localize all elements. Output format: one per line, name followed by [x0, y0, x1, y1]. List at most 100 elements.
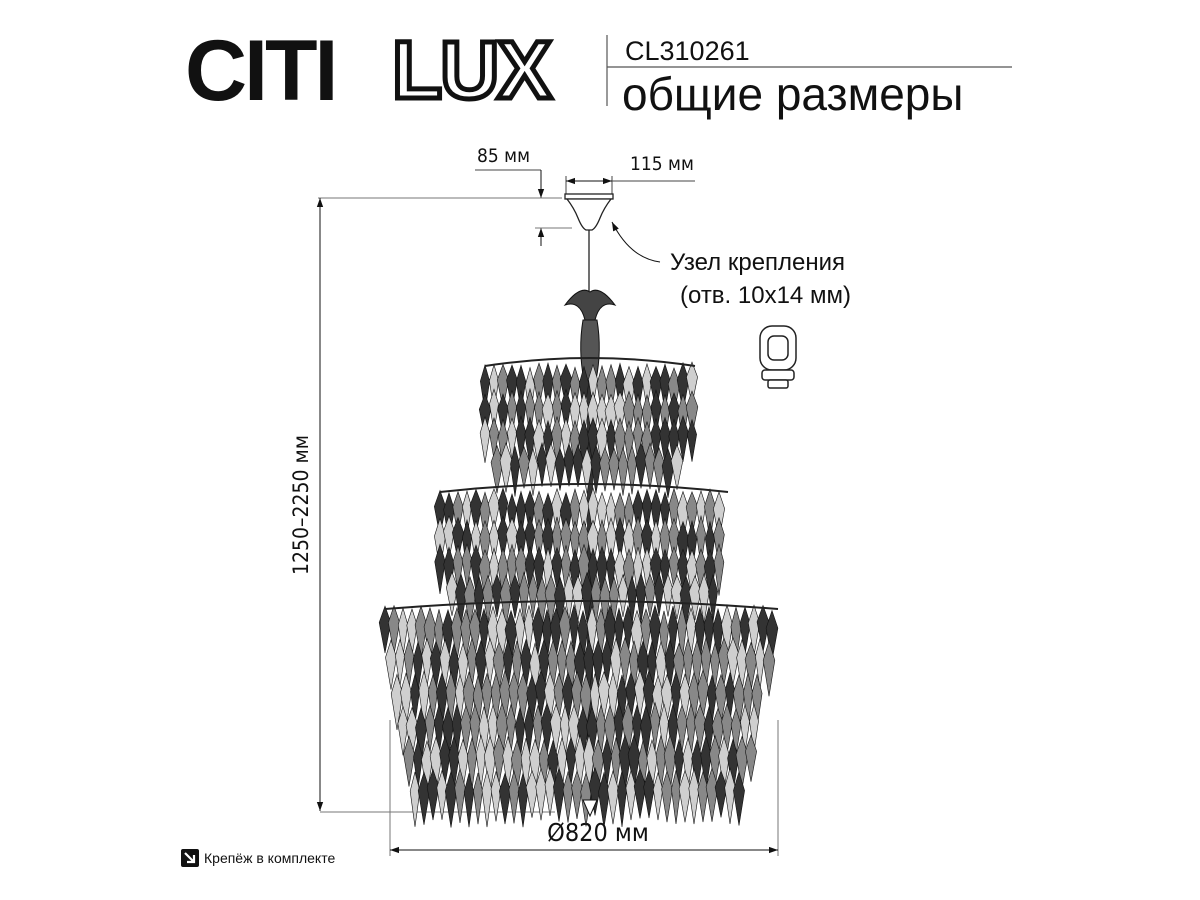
crystal: [378, 605, 392, 654]
subtitle: общие размеры: [622, 68, 963, 120]
crystal: [444, 770, 458, 828]
mounting-callout: Узел крепления (отв. 10x14 мм): [611, 221, 851, 309]
crystal: [572, 444, 584, 488]
crystal: [535, 767, 547, 821]
crystal: [498, 772, 512, 825]
crystal: [598, 771, 610, 828]
crystal: [385, 639, 397, 690]
svg-text:CITI: CITI: [185, 23, 335, 119]
crystal: [644, 573, 656, 618]
crystal: [724, 767, 736, 824]
svg-text:115 мм: 115 мм: [630, 153, 694, 175]
crystal: [426, 768, 440, 821]
crystal: [562, 770, 574, 823]
mounting-kit-note: Крепёж в комплекте: [204, 850, 335, 866]
crystal: [635, 442, 647, 489]
model-number: CL310261: [625, 36, 750, 66]
crystal: [617, 446, 629, 496]
diameter-dimension: Ø820 мм: [389, 720, 779, 856]
crystal: [653, 446, 665, 494]
crystal: [434, 543, 446, 594]
crystal: [525, 769, 539, 818]
crystal: [662, 572, 674, 617]
crystal: [446, 571, 458, 616]
crystal: [537, 442, 547, 487]
crystal: [528, 572, 538, 618]
crystal: [571, 770, 583, 820]
crystal: [527, 447, 539, 496]
crystal: [670, 574, 684, 620]
crystal: [687, 418, 697, 462]
crystal: [454, 767, 466, 824]
chandelier-illustration: [378, 289, 779, 828]
crystal: [491, 573, 503, 618]
crystal: [588, 766, 602, 816]
crystal: [643, 769, 655, 819]
crystal: [510, 446, 520, 497]
svg-text:Узел крепления: Узел крепления: [670, 249, 845, 276]
bottom-drop: [582, 799, 598, 818]
tier-arm: [384, 600, 779, 610]
crystal: [554, 447, 566, 491]
crystal: [463, 773, 475, 828]
crystal: [590, 444, 602, 494]
crystal: [479, 415, 491, 463]
crystal: [403, 735, 415, 787]
crystal: [697, 770, 709, 823]
crystal: [508, 770, 520, 824]
crystal: [617, 770, 627, 827]
canopy-height-dimension: 85 мм: [475, 145, 572, 246]
mounting-bracket-icon: [759, 325, 797, 389]
svg-text:85 мм: 85 мм: [477, 145, 530, 167]
crystal: [733, 770, 745, 826]
crystal: [762, 640, 776, 697]
tier-arm: [484, 357, 696, 367]
crystal: [545, 442, 557, 487]
canopy-width-dimension: 115 мм: [565, 153, 695, 194]
svg-text:Ø820 мм: Ø820 мм: [547, 818, 649, 847]
crystal: [436, 769, 448, 820]
top-ornament: [563, 289, 617, 321]
crystal: [390, 673, 404, 731]
crystal: [581, 446, 593, 494]
crystal: [518, 445, 530, 489]
crystal: [617, 573, 629, 618]
crystal: [654, 571, 664, 617]
crystal: [652, 771, 664, 821]
crystal: [599, 446, 611, 492]
crystal: [509, 573, 521, 619]
crystal: [473, 772, 483, 825]
crystal: [544, 766, 556, 817]
crystal: [409, 771, 421, 827]
crystal: [553, 766, 565, 822]
crystal: [677, 415, 689, 462]
crystal: [670, 443, 684, 490]
svg-text:1250–2250 мм: 1250–2250 мм: [289, 435, 313, 575]
svg-text:LUX: LUX: [392, 25, 551, 116]
crystal: [705, 767, 719, 822]
crystal: [627, 444, 637, 495]
crystal: [481, 770, 493, 828]
crystal: [625, 769, 637, 821]
tier-arm: [439, 483, 729, 493]
crystal: [678, 769, 692, 823]
crystal: [661, 770, 673, 823]
crystal: [633, 767, 647, 819]
crystal: [607, 769, 619, 825]
crystal: [397, 705, 409, 756]
crystal: [745, 734, 757, 782]
citilux-logo: CITI LUX: [185, 23, 556, 120]
crystal: [581, 571, 593, 623]
svg-text:(отв. 10x14 мм): (отв. 10x14 мм): [680, 282, 851, 309]
crystal: [671, 770, 681, 824]
crystal: [490, 770, 502, 822]
mounting-kit-icon: [181, 849, 199, 867]
crystal: [644, 442, 656, 490]
canopy: [564, 193, 614, 300]
crystal: [563, 442, 575, 487]
crystal: [688, 767, 700, 825]
crystal: [608, 447, 620, 491]
crystal: [688, 575, 702, 621]
crystal: [499, 442, 513, 493]
